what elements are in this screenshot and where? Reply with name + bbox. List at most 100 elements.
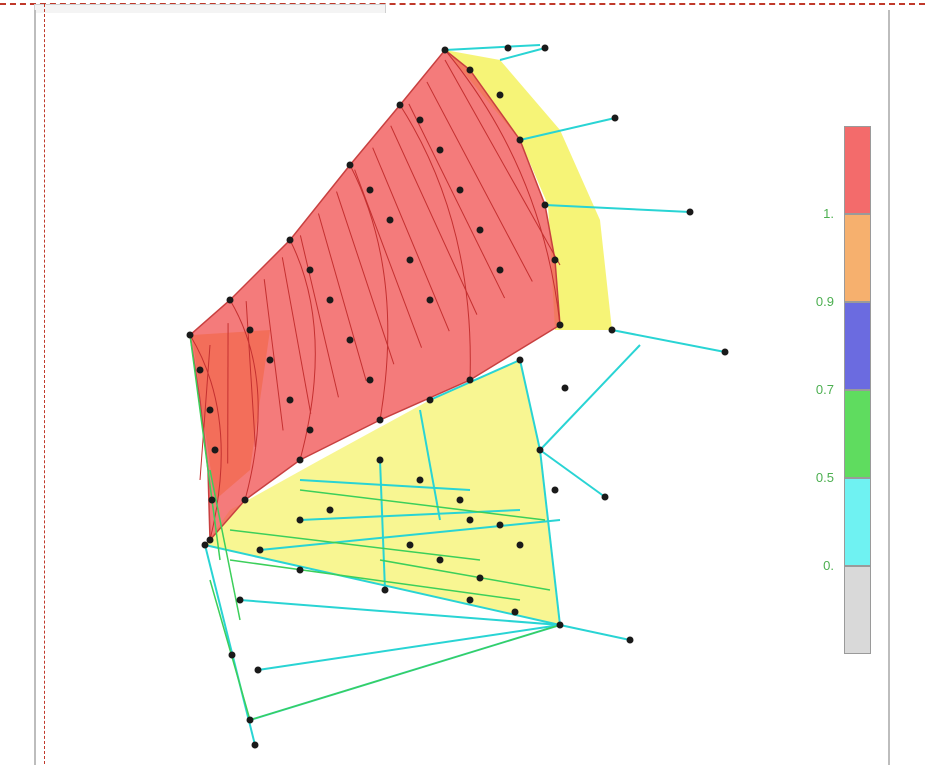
joint-marker xyxy=(306,426,314,434)
joint-marker xyxy=(286,236,294,244)
frame-member xyxy=(499,47,546,61)
shell-mesh-line xyxy=(372,147,450,332)
shell-mesh-line xyxy=(199,344,211,481)
frame-member xyxy=(429,359,521,401)
shell-mesh-line xyxy=(281,257,312,414)
joint-marker xyxy=(496,266,504,274)
joint-marker xyxy=(326,296,334,304)
legend-label-0-9: 0.9 xyxy=(815,294,834,309)
frame-section-line xyxy=(299,489,546,521)
joint-marker xyxy=(206,406,214,414)
joint-marker xyxy=(366,376,374,384)
frame-member xyxy=(611,329,726,353)
frame-member xyxy=(299,479,471,491)
joint-marker xyxy=(326,506,334,514)
joint-marker xyxy=(721,348,729,356)
joint-marker xyxy=(466,376,474,384)
joint-marker xyxy=(381,586,389,594)
top-dashed-border xyxy=(0,3,925,5)
joint-marker xyxy=(296,566,304,574)
joint-marker xyxy=(406,541,414,549)
frame-member xyxy=(204,544,256,746)
joint-marker xyxy=(296,456,304,464)
joint-marker xyxy=(211,446,219,454)
frame-member xyxy=(559,624,631,641)
joint-marker xyxy=(556,621,564,629)
shell-mesh-line xyxy=(426,81,533,282)
joint-marker xyxy=(196,366,204,374)
joint-marker xyxy=(541,44,549,52)
shell-mesh-line xyxy=(299,235,339,398)
frame-member xyxy=(257,624,561,671)
joint-marker xyxy=(551,256,559,264)
frame-member xyxy=(544,204,691,213)
legend-label-0-7: 0.7 xyxy=(815,382,834,397)
legend-band-orange xyxy=(844,214,871,302)
joint-marker xyxy=(456,186,464,194)
joint-marker xyxy=(206,536,214,544)
joint-marker xyxy=(286,396,294,404)
shell-mesh-line xyxy=(245,301,256,447)
joint-marker xyxy=(346,161,354,169)
joint-marker xyxy=(608,326,616,334)
joint-marker xyxy=(476,574,484,582)
legend-band-cyan xyxy=(844,478,871,566)
frame-member xyxy=(539,449,606,498)
joint-marker xyxy=(241,496,249,504)
legend-band-red xyxy=(844,126,871,214)
frame-member xyxy=(539,449,561,626)
joint-marker xyxy=(511,608,519,616)
joint-marker xyxy=(246,326,254,334)
frame-member xyxy=(519,117,616,141)
shell-mesh-line xyxy=(317,213,367,381)
frame-section-line xyxy=(249,624,561,721)
legend-label-1: 1. xyxy=(823,206,834,221)
joint-marker xyxy=(686,208,694,216)
shell-mesh-line xyxy=(263,279,284,431)
frame-member xyxy=(299,509,521,521)
joint-marker xyxy=(441,46,449,54)
joint-marker xyxy=(396,101,404,109)
frame-member xyxy=(419,409,441,521)
joint-marker xyxy=(226,296,234,304)
legend-band-green xyxy=(844,390,871,478)
frame-members xyxy=(204,44,726,746)
joint-marker xyxy=(516,541,524,549)
legend-band-gray xyxy=(844,566,871,654)
joint-marker xyxy=(536,446,544,454)
joint-marker xyxy=(256,546,264,554)
joint-marker xyxy=(346,336,354,344)
joint-marker xyxy=(466,66,474,74)
joint-marker xyxy=(201,541,209,549)
joint-marker xyxy=(416,116,424,124)
joint-marker xyxy=(466,516,474,524)
viewport-frame xyxy=(34,10,890,765)
joint-marker xyxy=(496,91,504,99)
shell-mesh-line xyxy=(444,59,561,266)
joint-marker xyxy=(296,516,304,524)
joint-marker xyxy=(376,456,384,464)
joint-marker xyxy=(236,596,244,604)
frame-section-line xyxy=(209,579,251,721)
frame-member xyxy=(204,544,561,626)
joint-marker xyxy=(496,521,504,529)
joint-marker xyxy=(516,356,524,364)
window-tab[interactable] xyxy=(34,4,386,13)
frame-member xyxy=(539,344,641,451)
shell-mesh-line xyxy=(354,169,423,348)
joint-marker xyxy=(186,331,194,339)
frame-section-lines xyxy=(189,334,561,721)
joint-marker xyxy=(366,186,374,194)
joint-marker xyxy=(476,226,484,234)
joint-marker xyxy=(376,416,384,424)
legend-band-blue xyxy=(844,302,871,390)
joint-marker xyxy=(306,266,314,274)
shell-mesh-line xyxy=(189,334,222,541)
joint-marker xyxy=(416,476,424,484)
joint-marker xyxy=(246,716,254,724)
legend-label-0-5: 0.5 xyxy=(815,470,834,485)
joint-marker xyxy=(266,356,274,364)
frame-member xyxy=(239,599,561,626)
